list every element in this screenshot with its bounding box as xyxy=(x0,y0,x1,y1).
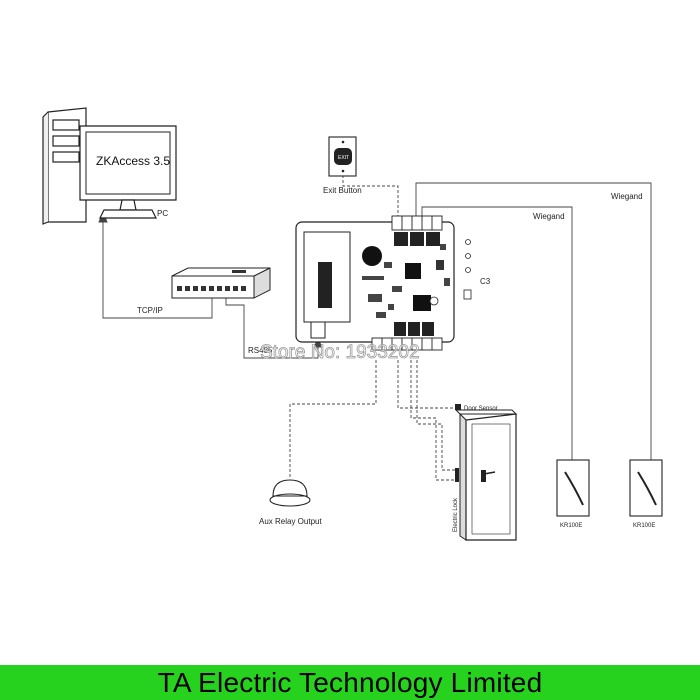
exit-button-device: EXIT xyxy=(328,136,357,177)
aux-relay-device xyxy=(269,479,311,507)
board-chip-small xyxy=(436,260,444,270)
switch-side xyxy=(253,267,271,299)
pc-monitor-stand xyxy=(119,199,137,211)
footer-banner: TA Electric Technology Limited xyxy=(0,665,700,700)
board-bottom-terminals xyxy=(371,337,443,351)
switch-ports xyxy=(177,286,246,291)
board-side-tab xyxy=(463,289,472,300)
board-chip-relay xyxy=(413,295,431,311)
card-reader-2-swipe xyxy=(637,471,657,506)
pc-drive-bay-2 xyxy=(52,135,80,147)
switch-logo xyxy=(232,270,246,273)
card-reader-2 xyxy=(629,459,663,517)
pc-monitor-base xyxy=(99,209,157,219)
wiring xyxy=(98,175,652,481)
card-reader-1-swipe xyxy=(564,471,584,506)
aux-relay-base xyxy=(269,493,311,507)
board-top-terminals xyxy=(391,215,443,231)
pc-monitor-screen xyxy=(85,131,171,195)
controller-board xyxy=(295,215,472,351)
board-buzzer xyxy=(362,246,382,266)
exit-button-push xyxy=(334,148,352,165)
tcpip-label: TCP/IP xyxy=(137,306,163,315)
board-capacitor xyxy=(429,296,439,306)
card-reader-2-body xyxy=(629,459,663,517)
board-hole-1 xyxy=(465,239,471,245)
aux-relay-cable xyxy=(289,360,377,478)
aux-relay-dome xyxy=(272,479,308,497)
aux-relay-label: Aux Relay Output xyxy=(259,517,322,526)
door-lock-cable-b xyxy=(416,360,455,471)
board-chip-main xyxy=(405,263,421,279)
controller-label: C3 xyxy=(480,277,491,286)
electric-lock-strip xyxy=(455,468,459,482)
exit-button-label: Exit Button xyxy=(323,186,362,195)
board-bottom-connectors xyxy=(394,322,434,336)
pc-drive-bay-3 xyxy=(52,151,80,163)
door-handle xyxy=(483,471,496,475)
wiegand-label-1: Wiegand xyxy=(533,212,565,221)
exit-button-face-text: EXIT xyxy=(338,155,349,161)
door-sensor-label: Door Sensor xyxy=(464,406,498,412)
card-reader-1 xyxy=(556,459,590,517)
card-reader-2-label: KR100E xyxy=(633,523,655,529)
rs485-arrow xyxy=(313,337,323,348)
electric-lock-label: Electric Lock xyxy=(453,497,459,532)
exit-button-cable xyxy=(342,175,399,222)
access-control-wiring-diagram: ZKAccess 3.5 PC EXIT Exit Button TCP/IP … xyxy=(42,107,663,541)
board-components xyxy=(362,244,450,318)
network-switch xyxy=(171,267,271,299)
door-group xyxy=(454,404,518,541)
board-top-connectors xyxy=(394,232,440,246)
door-lock-body xyxy=(481,470,486,482)
rs485-cable xyxy=(225,295,319,359)
pc-tower-side xyxy=(42,111,49,225)
board-hole-2 xyxy=(465,253,471,259)
pc-drive-bay-1 xyxy=(52,119,80,131)
tcpip-cable xyxy=(102,218,213,319)
door-leaf-side xyxy=(459,412,467,541)
rs485-label: RS485 xyxy=(248,346,273,355)
wiegand-cable-2 xyxy=(415,182,652,460)
board-hole-3 xyxy=(465,267,471,273)
pc-software-name: ZKAccess 3.5 xyxy=(96,154,170,168)
footer-company-name: TA Electric Technology Limited xyxy=(157,666,543,698)
exit-button-screw-bottom xyxy=(341,169,345,173)
exit-button-screw-top xyxy=(341,140,345,144)
pc-label: PC xyxy=(157,209,168,218)
board-rj45-port xyxy=(310,321,326,339)
power-module-label xyxy=(318,262,332,308)
card-reader-1-body xyxy=(556,459,590,517)
door-sensor-cable xyxy=(397,360,455,409)
door-lock-cable-a xyxy=(410,360,455,481)
store-watermark: Store No: 1933202 xyxy=(260,342,420,363)
wiegand-cable-1 xyxy=(421,206,573,460)
wiegand-label-2: Wiegand xyxy=(611,192,643,201)
card-reader-1-label: KR100E xyxy=(560,523,582,529)
door-panel xyxy=(471,423,511,535)
door-sensor-block xyxy=(455,404,461,410)
pc-group xyxy=(42,107,177,225)
